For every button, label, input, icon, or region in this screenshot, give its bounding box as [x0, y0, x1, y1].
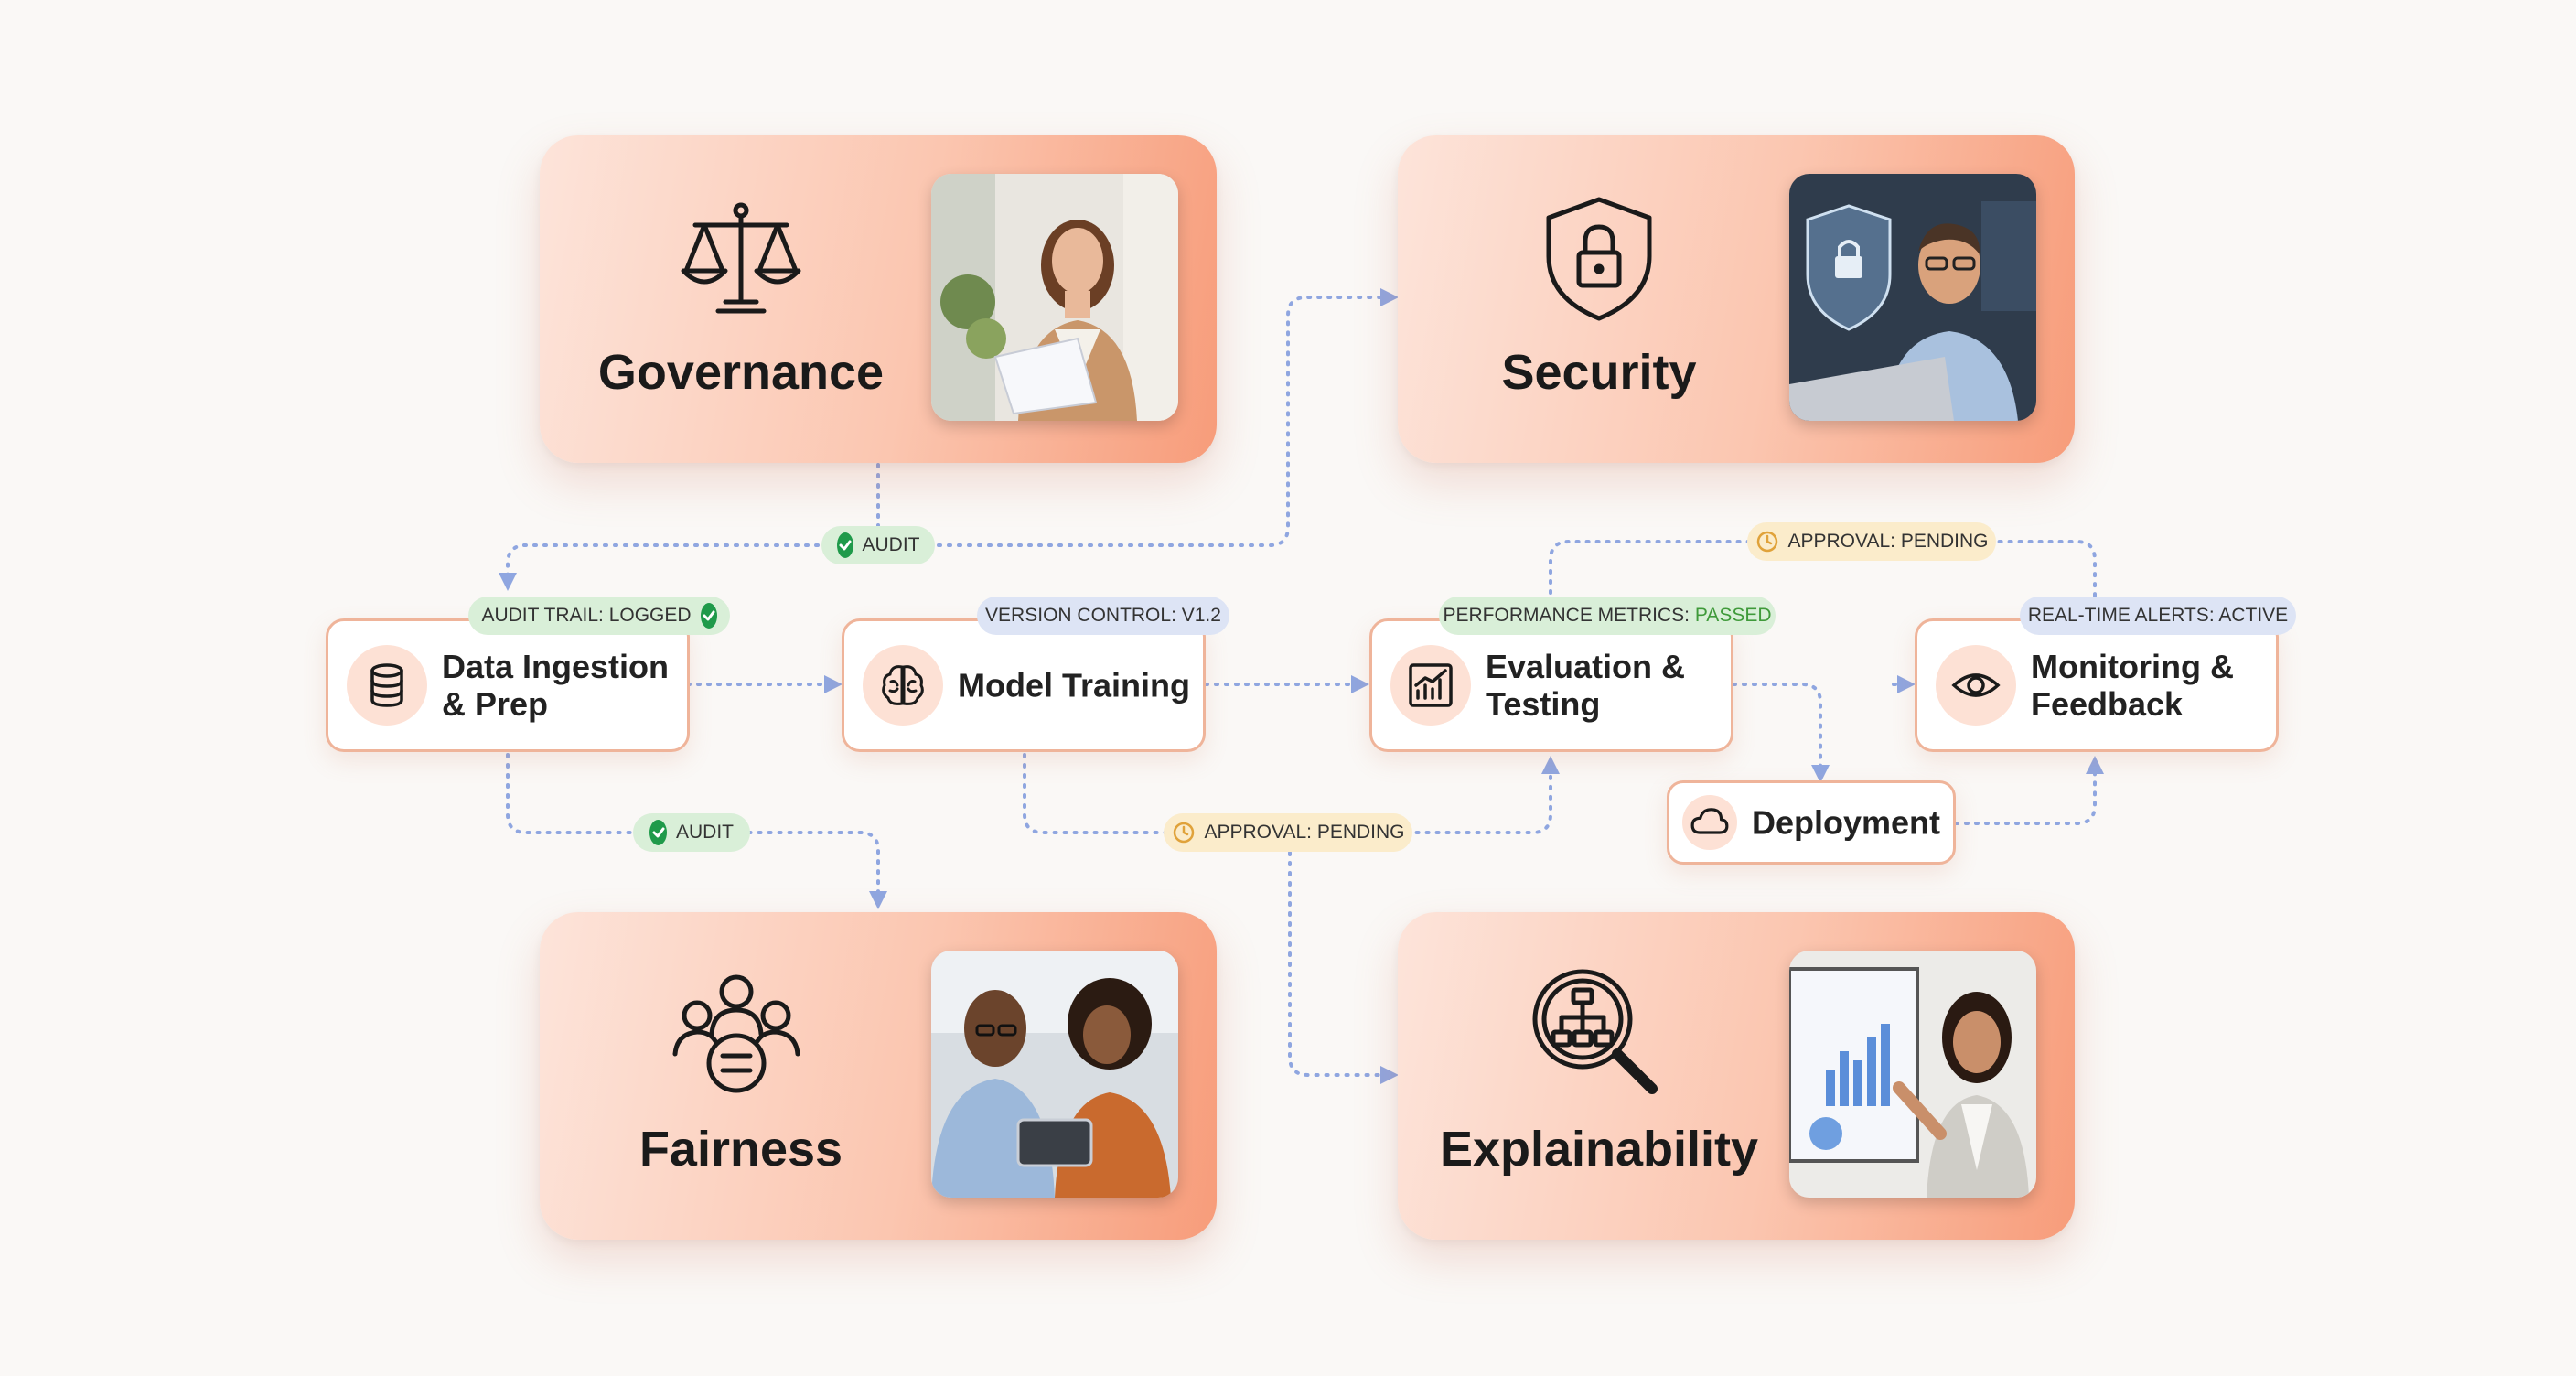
clock-icon — [1755, 530, 1779, 554]
stage-label-line1: Evaluation & — [1486, 648, 1686, 685]
stage-label-line1: Monitoring & — [2031, 648, 2234, 685]
stage-label: Model Training — [958, 666, 1191, 704]
badge-text-prefix: PERFORMANCE METRICS: — [1443, 605, 1695, 626]
badge-text: AUDIT — [676, 822, 734, 843]
eye-icon — [1936, 645, 2016, 726]
connector-evaluation-to-monitoring-approval — [1549, 540, 2097, 615]
pillar-explainability: Explainability — [1398, 912, 2075, 1240]
pillar-governance: Governance — [540, 135, 1217, 463]
woman-reading-document-photo — [931, 174, 1178, 421]
stage-label: Deployment — [1752, 803, 1941, 842]
connector-deployment-to-monitoring — [1954, 756, 2104, 825]
badge-text: VERSION CONTROL: V1.2 — [985, 605, 1221, 626]
woman-presenting-chart-photo — [1789, 951, 2036, 1198]
man-at-laptop-security-photo — [1789, 174, 2036, 421]
pillar-fairness: Fairness — [540, 912, 1217, 1240]
pillar-title: Governance — [597, 345, 885, 400]
badge-approval-top: APPROVAL: PENDING — [1747, 522, 1996, 561]
stage-label-line2: Testing — [1486, 685, 1601, 723]
cloud-icon — [1682, 795, 1737, 850]
stage-monitoring-feedback[interactable]: Monitoring & Feedback — [1915, 618, 2279, 752]
badge-text: REAL-TIME ALERTS: ACTIVE — [2027, 605, 2289, 626]
stage-label-line2: Feedback — [2031, 685, 2184, 723]
pillar-title: Fairness — [639, 1122, 843, 1177]
connector-data-to-fairness — [506, 753, 887, 909]
badge-audit-bottom: AUDIT — [633, 813, 750, 852]
shield-lock-icon — [1530, 190, 1668, 328]
check-icon — [836, 532, 853, 558]
badge-audit-top: AUDIT — [821, 526, 935, 564]
scales-icon — [672, 190, 810, 328]
badge-text: APPROVAL: PENDING — [1204, 822, 1405, 843]
badge-text: APPROVAL: PENDING — [1787, 531, 1989, 552]
badge-audit-trail: AUDIT TRAIL: LOGGED — [468, 597, 730, 635]
stage-data-ingestion[interactable]: Data Ingestion & Prep — [326, 618, 690, 752]
badge-performance-metrics: PERFORMANCE METRICS: PASSED — [1439, 597, 1776, 635]
badge-approval-bottom: APPROVAL: PENDING — [1164, 813, 1412, 852]
stage-label: Evaluation & Testing — [1486, 648, 1760, 723]
brain-icon — [863, 645, 943, 726]
pillar-security: Security — [1398, 135, 2075, 463]
connector-governance-to-data — [499, 463, 880, 591]
badge-text-prefix: AUDIT TRAIL: — [481, 605, 609, 626]
badge-text-status: PASSED — [1694, 605, 1772, 626]
stage-evaluation-testing[interactable]: Evaluation & Testing — [1369, 618, 1733, 752]
check-icon — [649, 820, 667, 845]
badge-text: PERFORMANCE METRICS: PASSED — [1444, 605, 1772, 627]
stage-label-line2: & Prep — [442, 685, 549, 723]
pillar-title: Security — [1501, 345, 1697, 400]
people-equal-icon — [668, 962, 805, 1100]
badge-realtime-alerts: REAL-TIME ALERTS: ACTIVE — [2020, 597, 2296, 635]
pillar-title: Explainability — [1439, 1122, 1759, 1177]
stage-label-line1: Data Ingestion — [442, 648, 670, 685]
clock-icon — [1172, 821, 1196, 844]
badge-text: AUDIT TRAIL: LOGGED — [481, 605, 691, 627]
stage-label: Monitoring & Feedback — [2031, 648, 2305, 723]
badge-text-status: LOGGED — [608, 605, 692, 626]
badge-version-control: VERSION CONTROL: V1.2 — [977, 597, 1229, 635]
stage-deployment[interactable]: Deployment — [1667, 780, 1956, 865]
connector-approval-to-explainability — [1288, 831, 1399, 1084]
check-icon — [700, 603, 717, 629]
stage-label: Data Ingestion & Prep — [442, 648, 716, 723]
connector-evaluation-to-deployment — [1732, 683, 1830, 783]
chart-trend-icon — [1390, 645, 1471, 726]
stage-model-training[interactable]: Model Training — [842, 618, 1206, 752]
colleagues-with-tablet-photo — [931, 951, 1178, 1198]
badge-text: AUDIT — [862, 534, 920, 555]
magnify-hierarchy-icon — [1526, 962, 1663, 1100]
database-icon — [347, 645, 427, 726]
connector-audit-to-security — [876, 288, 1399, 547]
